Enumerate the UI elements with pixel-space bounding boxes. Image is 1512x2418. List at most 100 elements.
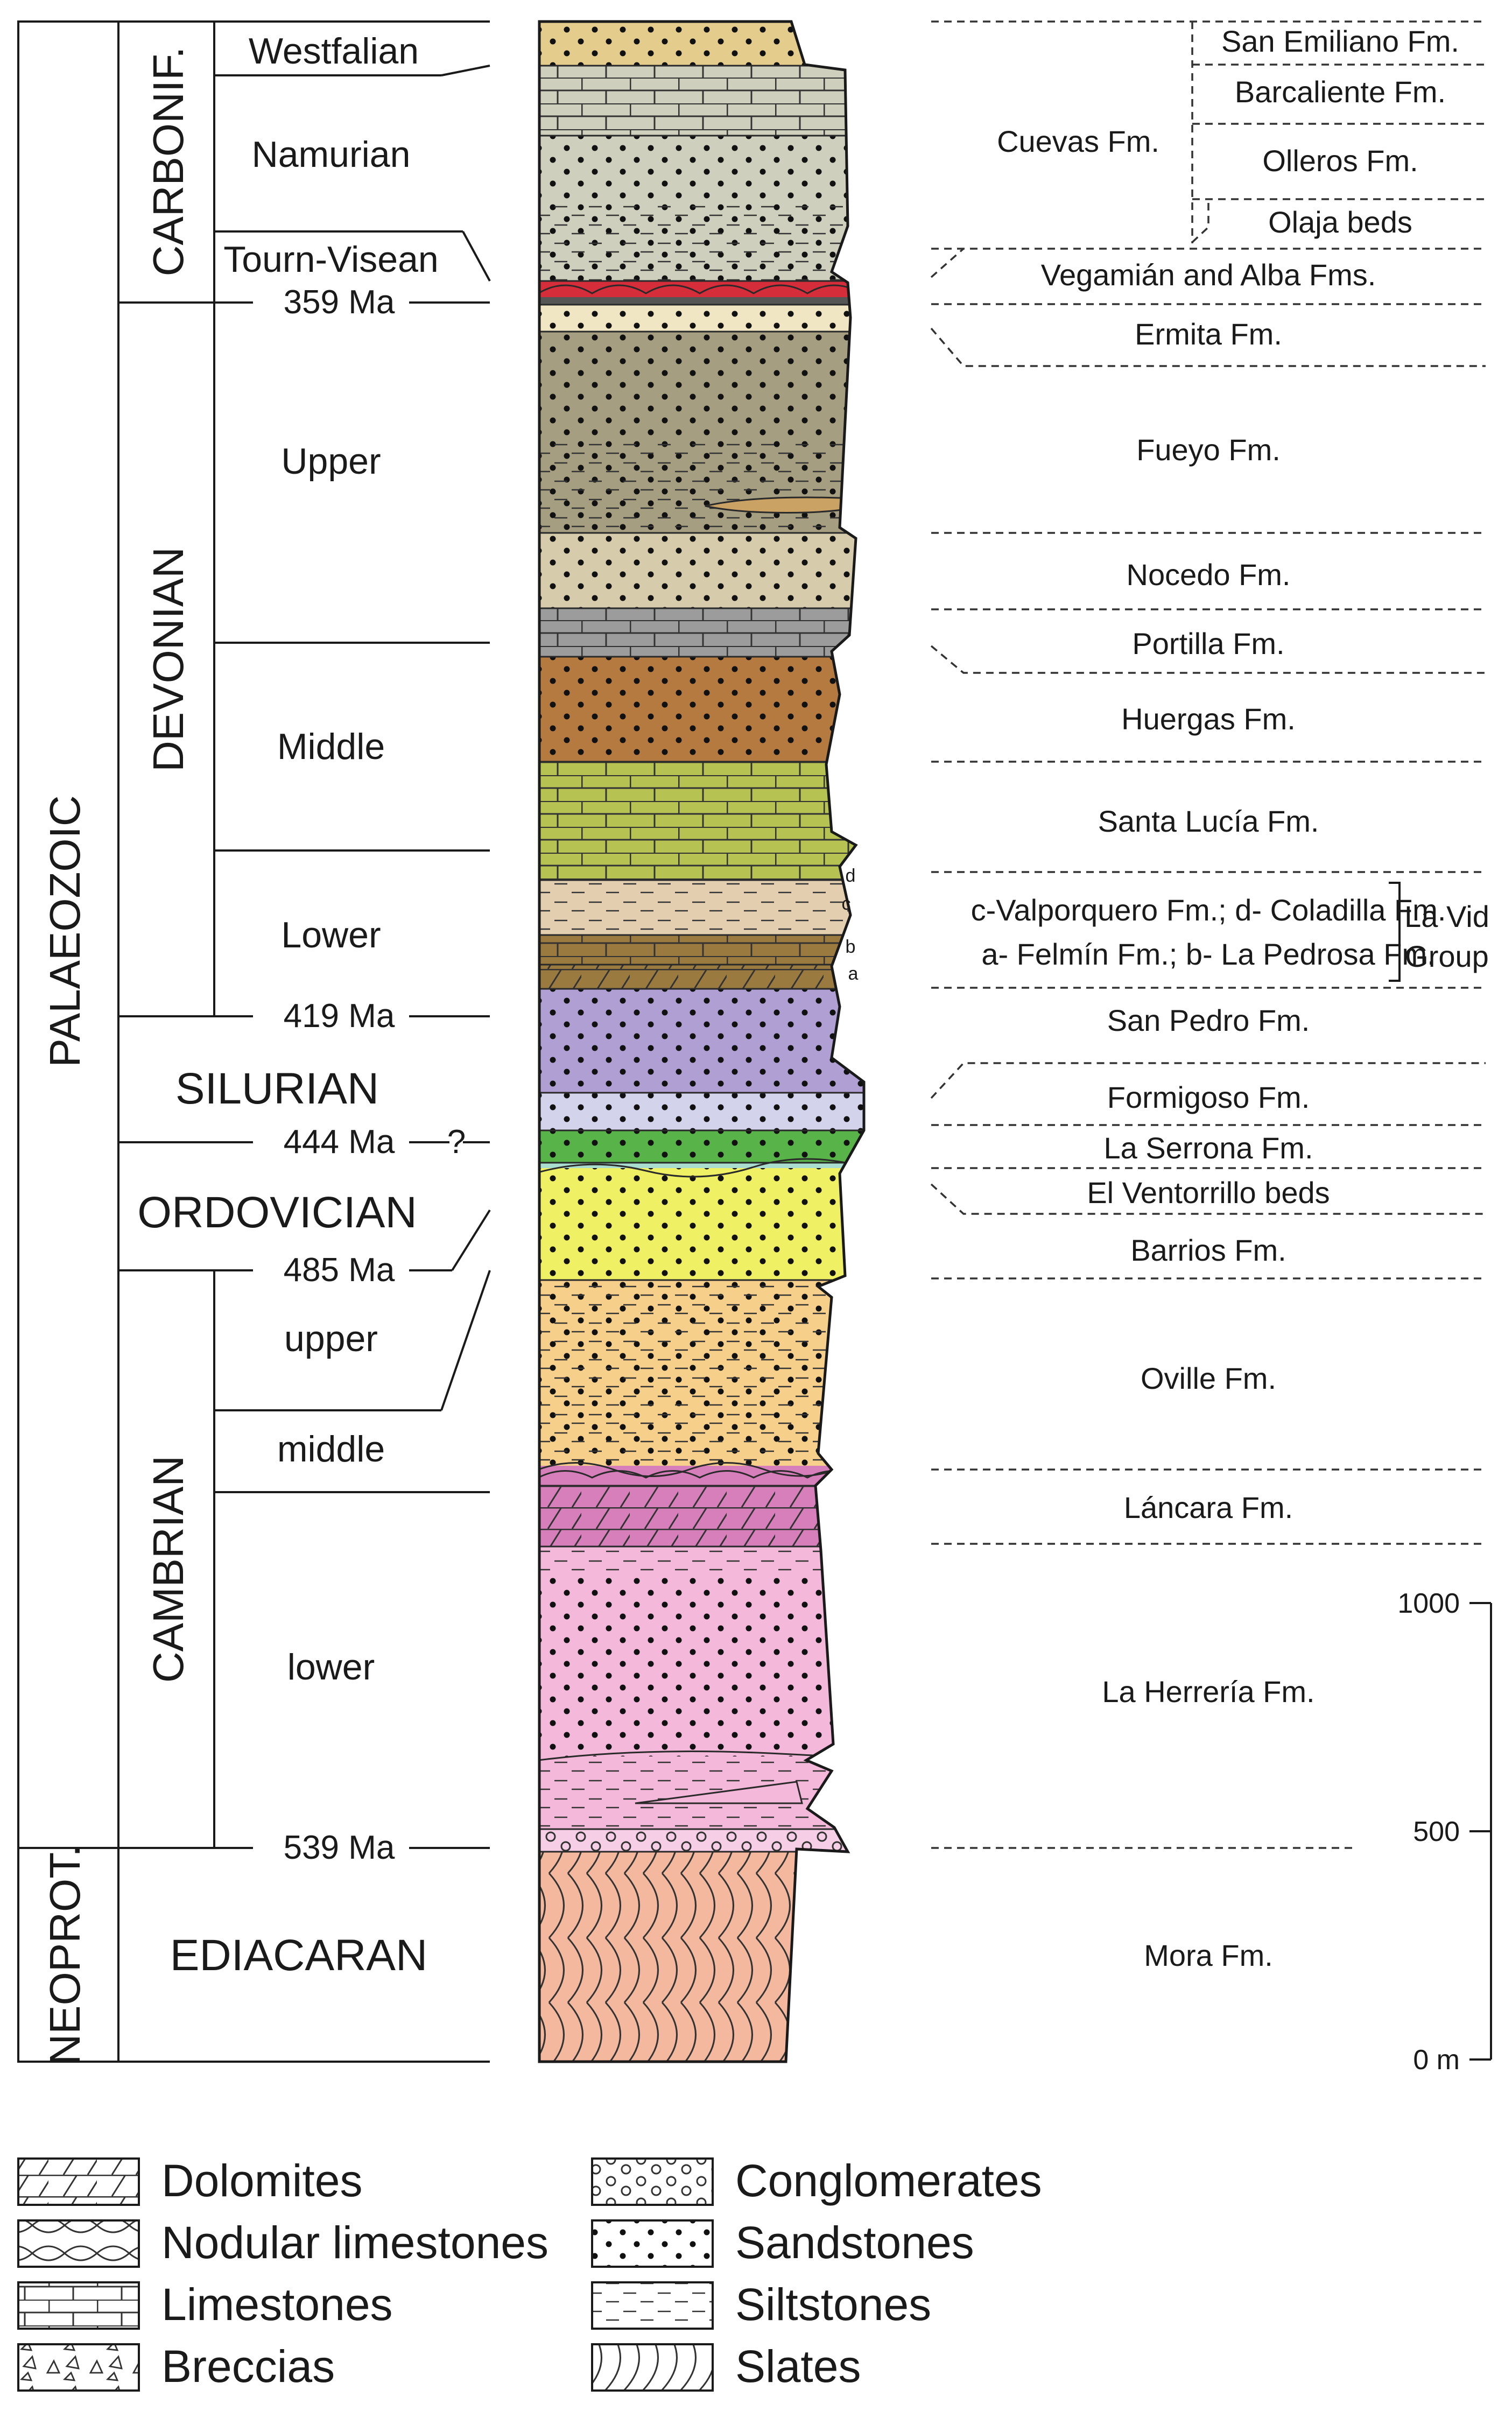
unit-herreria-sand xyxy=(539,1573,864,1756)
formation-olleros: Olleros Fm. xyxy=(1262,144,1418,178)
legend-label-sandstones: Sandstones xyxy=(735,2217,974,2268)
unit-la-pedrosa-pattern xyxy=(539,935,864,965)
formation-cuevas: Cuevas Fm. xyxy=(997,124,1159,158)
unit-olleros-silt xyxy=(539,205,864,281)
formation-boundaries xyxy=(930,20,1486,1849)
epoch-devonian-upper: Upper xyxy=(281,441,381,482)
herreria-dolomite-wedge xyxy=(635,1781,803,1804)
period-ediacaran: EDIACARAN xyxy=(170,1931,427,1980)
period-ordovician: ORDOVICIAN xyxy=(137,1188,417,1237)
formation-la-herreria: La Herrería Fm. xyxy=(1102,1675,1314,1709)
chronostratigraphic-scale: PALAEOZOIC NEOPROT. CARBONIF. DEVONIAN S… xyxy=(17,20,491,2065)
age-419-ma: 419 Ma xyxy=(284,997,395,1035)
formation-portilla: Portilla Fm. xyxy=(1132,627,1284,660)
stratigraphic-column xyxy=(539,22,864,2062)
unit-fueyo-silt xyxy=(539,441,864,533)
legend-item-sandstones: Sandstones xyxy=(591,2217,974,2268)
unit-herreria-lower-silt xyxy=(539,1756,864,1829)
age-444-ma: 444 Ma xyxy=(284,1123,395,1161)
unit-formigoso-pattern xyxy=(539,1093,864,1130)
age-539-ma: 539 Ma xyxy=(284,1829,395,1866)
unit-barcaliente-pattern xyxy=(539,66,864,136)
unit-santa-lucia-pattern xyxy=(539,762,864,880)
group-label-line1: La Vid xyxy=(1404,899,1489,933)
legend-item-dolomites: Dolomites xyxy=(17,2155,362,2206)
legend-label-breccias: Breccias xyxy=(161,2341,335,2392)
age-485-ma: 485 Ma xyxy=(284,1252,395,1289)
age-uncertain-mark: ? xyxy=(447,1123,466,1161)
legend-item-limestones: Limestones xyxy=(17,2279,393,2330)
formation-oville: Oville Fm. xyxy=(1141,1361,1276,1395)
unit-basal-conglomerate-pattern xyxy=(539,1829,864,1852)
epoch-cambrian-upper: upper xyxy=(284,1318,378,1359)
group-label-line2: Group xyxy=(1405,939,1489,973)
epoch-cambrian-lower: lower xyxy=(287,1647,375,1688)
sub-unit-letter-d: d xyxy=(846,866,856,886)
formation-olaja-beds: Olaja beds xyxy=(1268,205,1412,239)
unit-la-serrona-pattern xyxy=(539,1130,864,1163)
formation-san-emiliano: San Emiliano Fm. xyxy=(1221,24,1459,58)
formation-lancara: Láncara Fm. xyxy=(1124,1491,1293,1524)
epoch-cambrian-middle: middle xyxy=(277,1429,385,1470)
period-cambrian: CAMBRIAN xyxy=(144,1456,192,1683)
period-devonian: DEVONIAN xyxy=(144,547,192,772)
legend-label-dolomites: Dolomites xyxy=(161,2155,362,2206)
thickness-scale-bar: 1000 500 0 m xyxy=(1397,1588,1492,2076)
scale-label-1000: 1000 xyxy=(1397,1588,1460,1619)
unit-westfalian-pattern xyxy=(539,22,864,66)
formation-barrios: Barrios Fm. xyxy=(1130,1233,1286,1267)
unit-oville-silt xyxy=(539,1280,864,1466)
unit-nocedo-pattern xyxy=(539,533,864,608)
lithology-legend: Dolomites Nodular limestones Limestones … xyxy=(17,2155,1042,2392)
legend-label-slates: Slates xyxy=(735,2341,861,2392)
formation-san-pedro: San Pedro Fm. xyxy=(1107,1003,1310,1037)
lancara-nodules xyxy=(539,1470,862,1479)
scale-label-500: 500 xyxy=(1413,1816,1460,1847)
legend-label-siltstones: Siltstones xyxy=(735,2279,931,2330)
vegamian-nodules xyxy=(539,284,862,294)
sub-unit-letter-b: b xyxy=(846,937,856,957)
formation-el-ventorrillo: El Ventorrillo beds xyxy=(1087,1176,1330,1210)
epoch-devonian-middle: Middle xyxy=(277,726,385,767)
formation-santa-lucia: Santa Lucía Fm. xyxy=(1098,804,1319,838)
sub-unit-letter-a: a xyxy=(848,964,859,984)
legend-label-limestones: Limestones xyxy=(161,2279,393,2330)
era-palaeozoic: PALAEOZOIC xyxy=(41,795,89,1067)
unit-portilla-pattern xyxy=(539,608,864,657)
legend-label-conglomerates: Conglomerates xyxy=(735,2155,1042,2206)
formation-labels: San Emiliano Fm. Barcaliente Fm. Cuevas … xyxy=(971,24,1489,1972)
unit-ermita-pattern xyxy=(539,305,864,332)
legend-item-breccias: Breccias xyxy=(17,2341,335,2392)
legend-item-nodular-limestones: Nodular limestones xyxy=(17,2217,548,2268)
epoch-namurian: Namurian xyxy=(252,134,411,175)
unit-barrios-pattern xyxy=(539,1168,864,1280)
legend-item-slates: Slates xyxy=(591,2341,861,2392)
formation-valporquero-coladilla: c-Valporquero Fm.; d- Coladilla Fm. xyxy=(971,893,1446,927)
period-carboniferous: CARBONIF. xyxy=(144,47,192,277)
legend-item-conglomerates: Conglomerates xyxy=(591,2155,1042,2206)
unit-herreria-silt xyxy=(539,1547,864,1573)
formation-ermita: Ermita Fm. xyxy=(1135,317,1282,351)
formation-barcaliente: Barcaliente Fm. xyxy=(1235,75,1446,109)
period-silurian: SILURIAN xyxy=(175,1064,379,1113)
unit-la-vid-upper-pattern xyxy=(539,880,864,935)
unit-huergas-pattern xyxy=(539,657,864,762)
la-vid-sub-unit-letters: d c b a xyxy=(842,866,859,984)
formation-felmin-la-pedrosa: a- Felmín Fm.; b- La Pedrosa Fm. xyxy=(981,937,1435,971)
unit-mora-pattern xyxy=(539,1852,864,2062)
epoch-westfalian: Westfalian xyxy=(249,31,419,72)
formation-nocedo: Nocedo Fm. xyxy=(1127,558,1291,592)
legend-label-nodular-limestones: Nodular limestones xyxy=(161,2217,548,2268)
era-neoproterozoic: NEOPROT. xyxy=(41,1845,89,2065)
age-359-ma: 359 Ma xyxy=(284,284,395,321)
formation-la-serrona: La Serrona Fm. xyxy=(1103,1131,1313,1165)
formation-mora: Mora Fm. xyxy=(1144,1938,1273,1972)
formation-fueyo: Fueyo Fm. xyxy=(1136,433,1281,467)
unit-lancara-pattern xyxy=(539,1486,864,1547)
bed-boundaries xyxy=(539,65,864,1853)
formation-huergas: Huergas Fm. xyxy=(1121,702,1296,736)
epoch-devonian-lower: Lower xyxy=(281,915,381,955)
unit-san-pedro-pattern xyxy=(539,989,864,1093)
legend-item-siltstones: Siltstones xyxy=(591,2279,931,2330)
